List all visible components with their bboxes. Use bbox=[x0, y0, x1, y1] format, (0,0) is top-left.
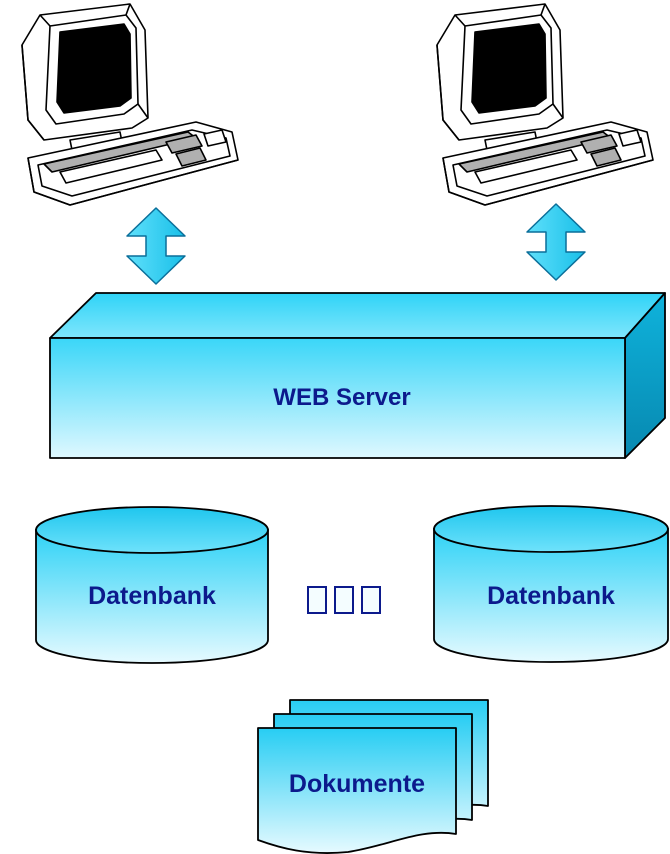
server-front-face bbox=[49, 337, 626, 459]
computer-right bbox=[436, 3, 654, 206]
server-top-face bbox=[49, 292, 666, 339]
database-label-right: Datenbank bbox=[487, 582, 615, 610]
documents-stack-icon bbox=[257, 699, 489, 854]
web-server-label: WEB Server bbox=[273, 384, 410, 411]
database-cylinder-right bbox=[433, 505, 669, 663]
monitor-icon bbox=[436, 3, 564, 151]
database-cylinder-left bbox=[35, 506, 269, 664]
document-sheet-front bbox=[257, 727, 457, 854]
computer-left bbox=[21, 3, 239, 206]
ellipsis-square bbox=[307, 586, 327, 614]
monitor-icon bbox=[21, 3, 149, 151]
documents-label: Dokumente bbox=[289, 770, 425, 798]
ellipsis-square bbox=[334, 586, 354, 614]
ellipsis-squares bbox=[307, 586, 381, 614]
ellipsis-square bbox=[361, 586, 381, 614]
keyboard-icon bbox=[27, 121, 239, 206]
database-label-left: Datenbank bbox=[88, 582, 216, 610]
double-arrow-right bbox=[526, 203, 586, 281]
double-arrow-left bbox=[126, 207, 186, 285]
keyboard-icon bbox=[442, 121, 654, 206]
web-server-box bbox=[49, 292, 666, 459]
